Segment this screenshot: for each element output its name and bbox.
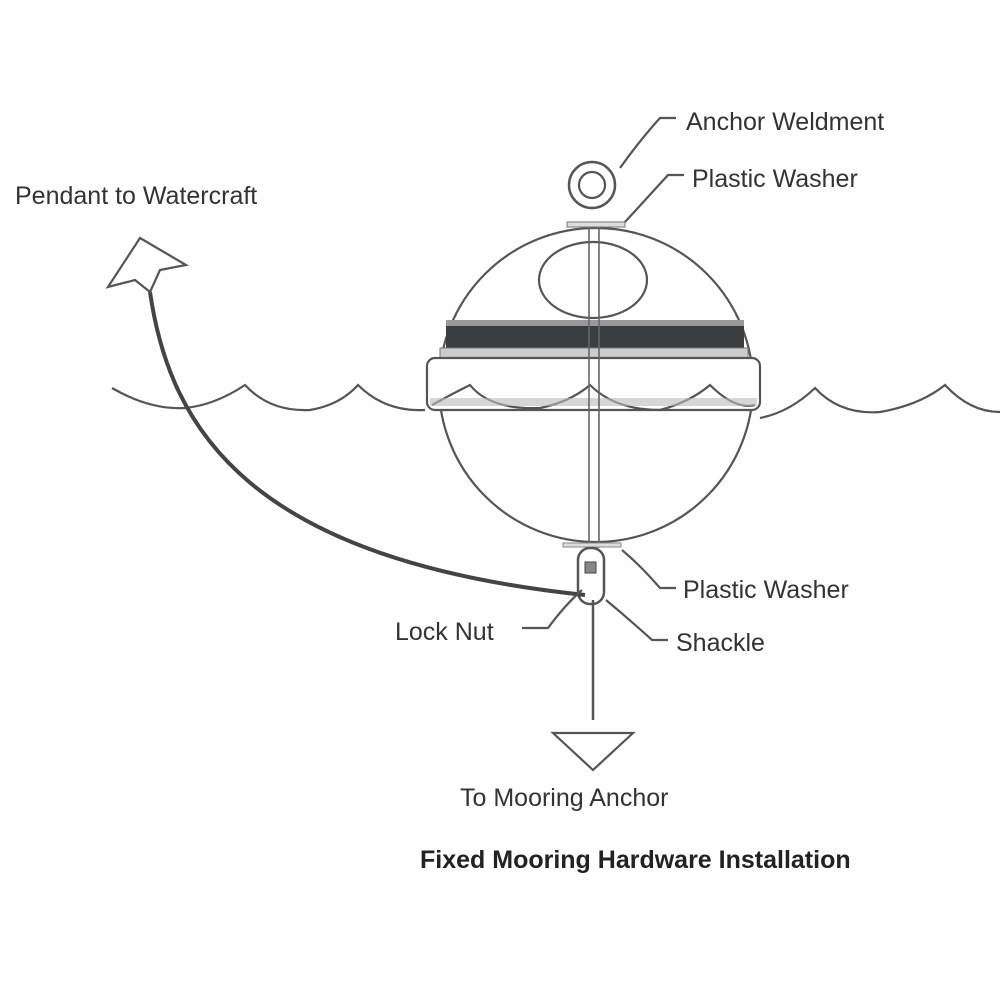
leader-plastic-washer-top <box>624 173 684 223</box>
eye-inner <box>577 170 607 200</box>
buoy-band-light <box>446 320 744 326</box>
buoy-band-dark <box>446 326 744 348</box>
buoy-band-lower <box>439 347 749 359</box>
collar-shading <box>430 398 757 406</box>
buoy-collar <box>425 356 762 412</box>
label-anchor-weldment: Anchor Weldment <box>686 108 884 136</box>
plastic-washer-bottom <box>562 542 622 548</box>
label-plastic-washer-bottom: Plastic Washer <box>683 576 849 604</box>
label-lock-nut: Lock Nut <box>395 618 494 646</box>
pendant-line <box>148 291 586 597</box>
leader-plastic-washer-bottom <box>621 549 676 590</box>
leader-anchor-weldment <box>619 116 676 169</box>
label-plastic-washer-top: Plastic Washer <box>692 165 858 193</box>
leader-lock-nut <box>522 589 583 630</box>
leader-shackle <box>605 599 668 642</box>
down-arrow <box>550 731 636 772</box>
lock-nut <box>584 561 597 574</box>
label-shackle: Shackle <box>676 629 765 657</box>
label-to-mooring-anchor: To Mooring Anchor <box>460 784 668 812</box>
buoy-window <box>537 240 649 320</box>
water-inside-collar <box>431 383 756 412</box>
plastic-washer-top <box>566 221 626 228</box>
diagram-title: Fixed Mooring Hardware Installation <box>420 846 851 874</box>
label-pendant: Pendant to Watercraft <box>15 182 257 210</box>
pendant-arrow <box>105 236 190 294</box>
water-surface <box>111 383 1000 420</box>
